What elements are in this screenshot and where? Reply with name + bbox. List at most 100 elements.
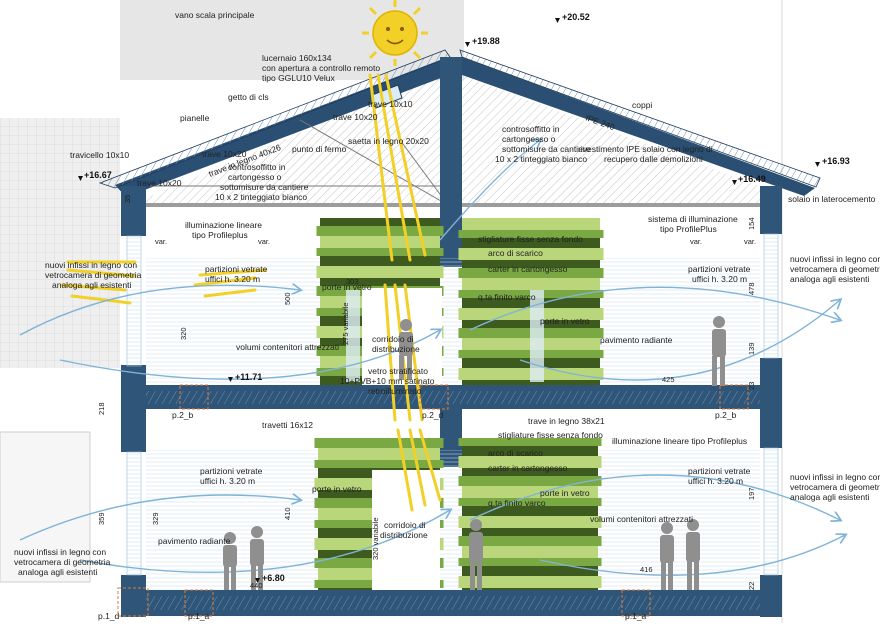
sun-icon (362, 0, 428, 66)
label-saetta: saetta in legno 20x20 (348, 136, 429, 146)
label-p2d: p.2_d (422, 410, 444, 420)
green-volume-slat (314, 438, 444, 448)
dim-22: 22 (747, 582, 756, 590)
label-contro-l2: cartongesso o (228, 172, 282, 182)
dim-320v: 320 variabile (371, 517, 380, 560)
person-silhouette-icon (469, 519, 483, 590)
green-volume-slat (458, 476, 602, 486)
green-volume-slat (458, 230, 604, 238)
person-silhouette-icon (223, 532, 237, 590)
label-infissi-r1: nuovi infissi in legno con (790, 254, 880, 264)
left-roof-slab (115, 57, 462, 197)
label-punto-fermo: punto di fermo (292, 144, 347, 154)
label-qta-1: q.ta finito varco (478, 292, 536, 302)
label-carter-1: carter in cartongesso (488, 264, 568, 274)
level-1667: +16.67 (84, 170, 112, 180)
detail-marker-p2b-left (179, 384, 209, 410)
dim-23: 23 (747, 382, 756, 390)
green-volume-slat (462, 446, 598, 456)
green-volume-slat (318, 448, 440, 460)
level-1988: +19.88 (472, 36, 500, 46)
label-vetro-3: retroilluminato (368, 386, 422, 396)
middle-floor-beams (146, 391, 764, 404)
right-wall-base (760, 575, 782, 617)
label-p2b-left: p.2_b (172, 410, 194, 420)
label-vetro-1: vetro stratificato (368, 366, 428, 376)
label-vetro-2: 10+PVB+10 mm satinato (340, 376, 435, 386)
label-p1a-right: p.1_a (625, 611, 647, 621)
green-volume-slat (458, 536, 602, 546)
label-rivest-2: recupero dalle demolizioni (604, 154, 703, 164)
right-roof-tiles (459, 49, 821, 188)
dim-var-2: var. (258, 237, 270, 246)
dim-var-1: var. (155, 237, 167, 246)
dim-154: 154 (747, 217, 756, 230)
window-right-upper (763, 233, 779, 359)
label-porta-vetro-2: porte in vetro (540, 316, 590, 326)
dim-416: 416 (640, 565, 653, 574)
level-marker-icon (78, 18, 820, 583)
green-volume-slat (458, 558, 602, 566)
green-volume-slat (320, 256, 440, 266)
green-volume-slat (458, 438, 602, 446)
label-illum-l1: illuminazione lineare (185, 220, 262, 230)
green-volume-slat (458, 516, 602, 528)
glass-partitions-lower (146, 450, 760, 590)
label-corridoio-2b: distribuzione (380, 530, 428, 540)
right-wall-mid (760, 358, 782, 412)
label-travicello: travicello 10x10 (70, 150, 129, 160)
dim-410: 410 (283, 507, 292, 520)
dim-329: 329 (151, 512, 160, 525)
green-volume-slat (316, 248, 444, 256)
label-infissi-r4: nuovi infissi in legno con (790, 472, 880, 482)
label-part-r3: partizioni vetrate (688, 466, 751, 476)
detail-marker-p1d (117, 587, 149, 617)
green-volume-slat (320, 278, 440, 286)
level-680: +6.80 (262, 573, 285, 583)
label-contro-l3: sottomisure da cantiere (220, 182, 309, 192)
label-travetti: travetti 16x12 (262, 420, 313, 430)
detail-marker-p2d (419, 384, 449, 410)
label-porta-vetro-3: porte in vetro (312, 484, 362, 494)
label-contro-r2: cartongesso o (502, 134, 556, 144)
green-volume-slat (462, 380, 600, 385)
window-right-lower (763, 447, 779, 576)
green-volume-slat (316, 226, 444, 236)
label-part-r1: partizioni vetrate (688, 264, 751, 274)
right-roof-slab (448, 57, 815, 196)
label-carter-2: carter in cartongesso (488, 463, 568, 473)
green-volume-slat (462, 218, 600, 230)
label-volumi-2: volumi contenitori attrezzati (590, 514, 693, 524)
label-trave-10x20-a: trave 10x20 (333, 112, 378, 122)
label-stigliature-1: stigliature fisse senza fondo (478, 234, 583, 244)
label-part-r4: uffici h. 3.20 m (688, 476, 743, 486)
label-contro-l1: controsoffitto in (228, 162, 286, 172)
label-infissi-r6: analoga agli esistenti (790, 492, 870, 502)
left-wall-base (121, 575, 146, 617)
window-left-upper (126, 235, 142, 367)
green-volume-slat (316, 266, 444, 278)
label-infissi-l5: vetrocamera di geometria (14, 557, 111, 567)
green-volume-slat (458, 248, 604, 260)
green-volume-slat (462, 506, 598, 516)
green-volume-slat (314, 460, 444, 468)
level-1649: +16.49 (738, 174, 766, 184)
label-vano-scala: vano scala principale (175, 10, 255, 20)
dim-139: 139 (747, 342, 756, 355)
label-coppi: coppi (632, 100, 652, 110)
label-getto-cls: getto di cls (228, 92, 269, 102)
label-sist-illum-2: tipo ProfilePlus (660, 224, 717, 234)
dim-425: 425 (662, 375, 675, 384)
label-p1d: p.1_d (98, 611, 120, 621)
detail-marker-p1a-left (184, 589, 214, 617)
label-infissi-r2: vetrocamera di geometria (790, 264, 880, 274)
label-solaio-latero: solaio in laterocemento (788, 194, 876, 204)
detail-marker-p1a-right (621, 589, 651, 617)
label-infissi-r5: vetrocamera di geometria (790, 482, 880, 492)
label-pav-rad-2: pavimento radiante (158, 536, 231, 546)
door-glass-left-upper (346, 290, 360, 382)
neighbor-building-left (0, 118, 120, 368)
green-volume-slat (462, 260, 600, 268)
